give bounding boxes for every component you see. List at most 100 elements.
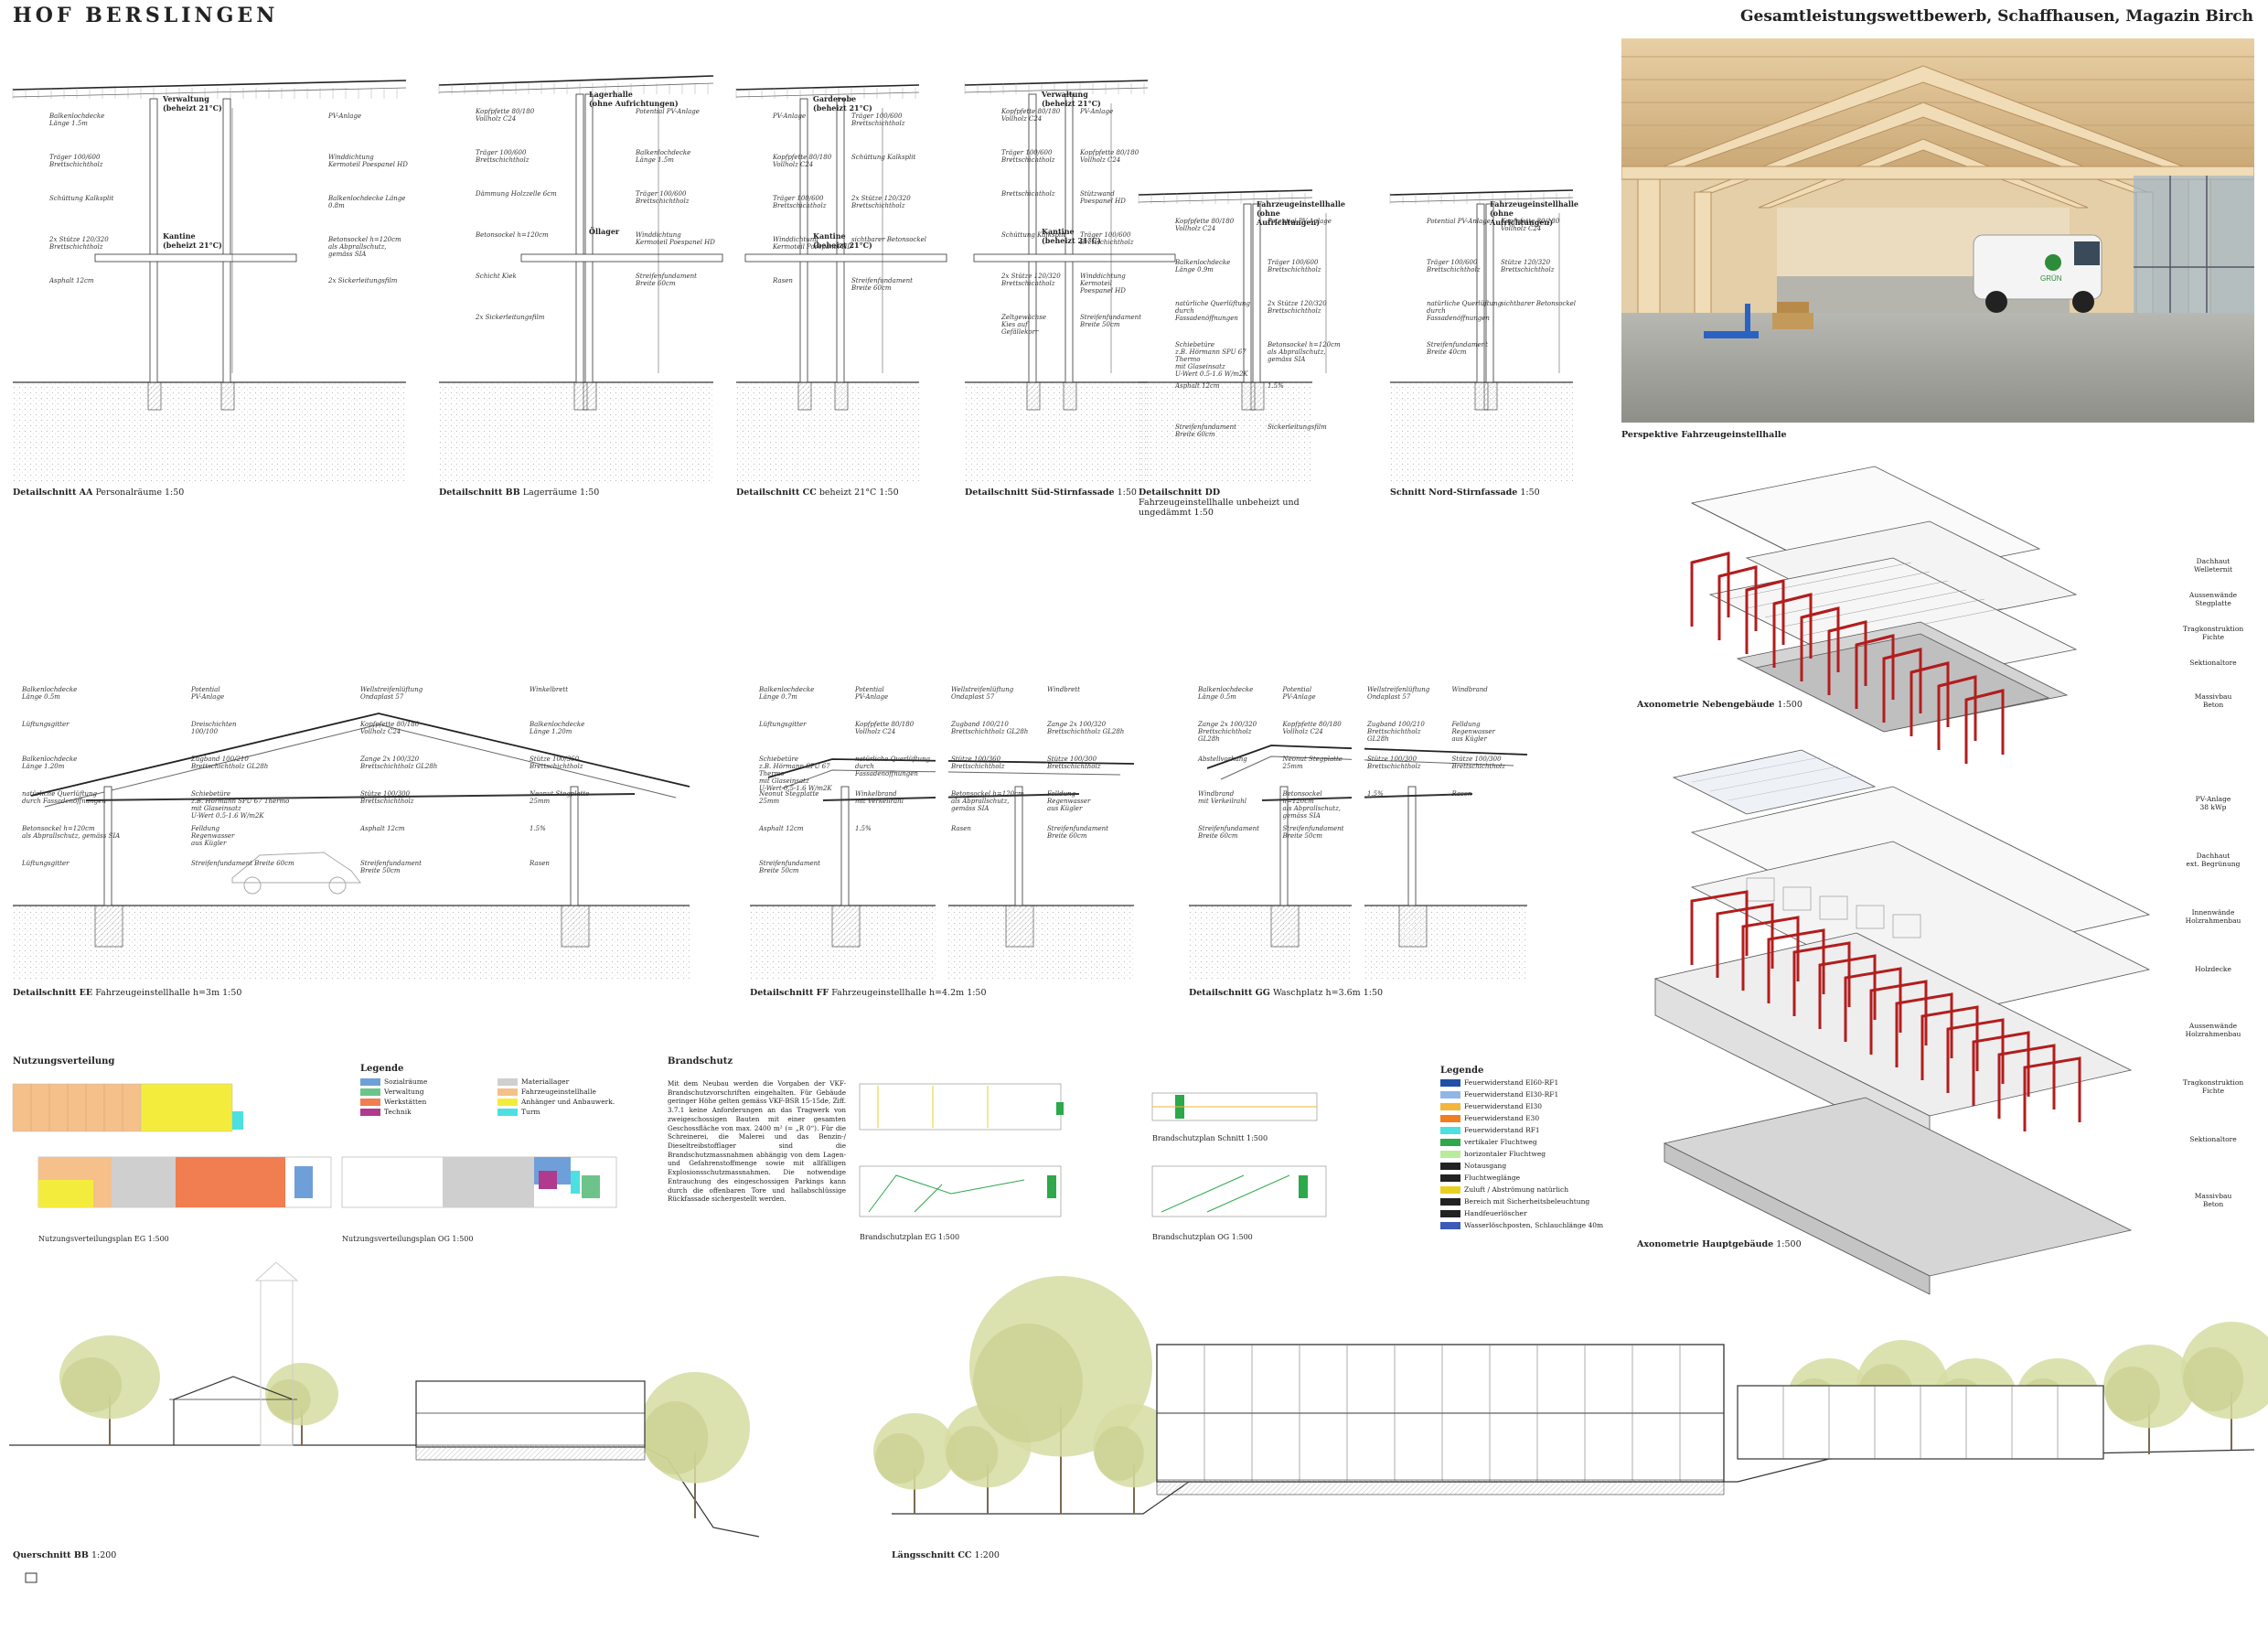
fire-section-caption: Brandschutzplan Schnitt 1:500	[1152, 1134, 1268, 1142]
section-subtitle: Personalräume 1:50	[92, 488, 185, 498]
section-note: 1.5%	[1268, 382, 1284, 390]
legend-label: Fahrzeugeinstellhalle	[521, 1088, 596, 1096]
section-note: Kopfpfette 80/180 Vollholz C24	[1175, 218, 1235, 233]
section-note: Schiebetüre z.B. Hörmann SPU 67 Thermo m…	[759, 756, 832, 793]
detail-section-top-3: Garderobe (beheizt 21°C)Kantine (beheizt…	[735, 35, 947, 501]
bottom-section-2-title: Längsschnitt CC	[892, 1550, 972, 1560]
legend-swatch	[1440, 1185, 1460, 1194]
legend-label: Turm	[521, 1108, 540, 1116]
section-title: Detailschnitt DD	[1139, 488, 1221, 498]
section-note: Potential PV-Anlage	[1282, 686, 1316, 702]
section-note: Träger 100/600 Brettschichtholz	[773, 195, 827, 210]
section-note: Schiebetüre z.B. Hörmann SPU 67 Thermo m…	[1175, 341, 1248, 379]
section-note: Asphalt 12cm	[360, 825, 405, 832]
usage-legend-item: Turm	[497, 1107, 635, 1117]
section-note: Zange 2x 100/320 Brettschichtholz GL28h	[1198, 721, 1257, 744]
section-note: Winddichtung Kermoteil Poespanel HD	[328, 154, 408, 169]
legend-swatch	[360, 1108, 380, 1116]
usage-plan-og-caption: Nutzungsverteilungsplan OG 1:500	[342, 1235, 474, 1243]
timber-frame	[1792, 941, 1851, 1016]
section-note: Dämmung Holzzelle 6cm	[476, 190, 557, 198]
section-note: Felldung Regenwasser aus Kügler	[1047, 790, 1091, 813]
section-note: Lüftungsgitter	[22, 721, 70, 728]
section-note: Windbrand mit Verkeilrahl	[1198, 790, 1246, 806]
section-note: 1.5%	[1367, 790, 1384, 798]
fire-legend-item: vertikaler Fluchtweg	[1440, 1137, 1623, 1147]
section-note: Betonsockel h=120cm als Abprallschutz, g…	[1268, 341, 1341, 364]
timber-beam	[1856, 634, 1894, 647]
usage-legend-title: Legende	[360, 1064, 404, 1074]
section-note: Potential PV-Anlage	[855, 686, 889, 702]
section-caption: Detailschnitt BB Lagerräume 1:50	[439, 488, 599, 498]
fire-legend-item: Feuerwiderstand EI30	[1440, 1101, 1623, 1111]
section-note: Kopfpfette 80/180 Vollholz C24	[1501, 218, 1560, 233]
timber-frame	[1690, 890, 1749, 965]
section-title: Schnitt Nord-Stirnfassade	[1390, 488, 1518, 498]
tree-illustration	[265, 1363, 338, 1445]
axo-label: Innenwände Holzrahmenbau	[2185, 908, 2241, 925]
section-note: Kopfpfette 80/180 Vollholz C24	[1080, 149, 1139, 165]
timber-frame	[1844, 967, 1902, 1042]
tree-illustration	[873, 1413, 956, 1514]
section-note: Betonsockel h=120cm als Abprallschutz, g…	[1282, 790, 1342, 820]
section-note: Winkelbrett	[530, 686, 569, 693]
section-note: Neonut Stegplatte 25mm	[759, 790, 819, 806]
section-note: Stütze 120/320 Brettschichtholz	[1501, 259, 1555, 274]
section-note: Schiebetüre z.B. Hörmann SPU 67 Thermo m…	[191, 790, 290, 820]
section-note: Schüttung Kalksplit	[851, 154, 916, 161]
timber-frame	[1895, 992, 1953, 1067]
legend-swatch	[1440, 1138, 1460, 1146]
section-title: Detailschnitt EE	[13, 988, 93, 998]
timber-frame	[2023, 1056, 2081, 1131]
timber-beam	[1828, 620, 1867, 633]
usage-legend-item: Sozialräume	[360, 1077, 497, 1087]
legend-swatch	[1440, 1162, 1460, 1170]
legend-label: Werkstätten	[384, 1098, 427, 1106]
section-note: Potential PV-Anlage	[636, 108, 700, 115]
section-caption: Detailschnitt FF Fahrzeugeinstellhalle h…	[750, 988, 987, 998]
axo-label: Tragkonstruktion Fichte	[2182, 1078, 2244, 1095]
timber-frame	[1741, 916, 1800, 991]
axo-label: Massivbau Beton	[2194, 1192, 2232, 1208]
section-note: Träger 100/600 Brettschichtholz	[636, 190, 690, 206]
legend-swatch	[497, 1077, 518, 1086]
section-note: Stütze 100/300 Brettschichtholz	[1451, 756, 1505, 771]
fire-legend-item: Wasserlöschposten, Schlauchlänge 40m	[1440, 1220, 1623, 1230]
fire-legend-item: Zuluft / Abströmung natürlich	[1440, 1184, 1623, 1195]
fire-plan-eg-caption: Brandschutzplan EG 1:500	[860, 1233, 960, 1241]
section-note: Neonut Stegplatte 25mm	[530, 790, 590, 806]
section-note: Wellstreifenlüftung Ondaplast 57	[360, 686, 423, 702]
usage-legend-item: Anhänger und Anbauwerk.	[497, 1097, 635, 1107]
legend-label: horizontaler Fluchtweg	[1464, 1150, 1546, 1158]
section-note: Wellstreifenlüftung Ondaplast 57	[951, 686, 1014, 702]
legend-swatch	[497, 1108, 518, 1116]
section-note: Stütze 100/360 Brettschichtholz	[951, 756, 1005, 771]
section-caption: Detailschnitt GG Waschplatz h=3.6m 1:50	[1189, 988, 1383, 998]
axo-lower-scale: 1:500	[1776, 1239, 1802, 1249]
usage-heading: Nutzungsverteilung	[13, 1056, 115, 1067]
section-note: 2x Stütze 120/320 Brettschichtholz	[49, 236, 109, 252]
section-note: Stützwand Poespanel HD	[1080, 190, 1126, 206]
timber-beam	[1718, 565, 1757, 578]
detail-section-top-6: Fahrzeugeinstellhalle (ohne Aufrichtunge…	[1389, 35, 1578, 501]
project-title: HOF BERSLINGEN	[13, 4, 279, 27]
room-label: Kantine (beheizt 21°C)	[163, 231, 222, 250]
section-note: Streifenfundament Breite 60cm	[636, 273, 697, 288]
tree-illustration	[59, 1335, 160, 1445]
fire-legend-item: horizontaler Fluchtweg	[1440, 1149, 1623, 1159]
section-note: Kopfpfette 80/180 Vollholz C24	[360, 721, 420, 736]
fire-protection-plans: Brandschutzplan EG 1:500 Brandschutzplan…	[859, 1075, 1427, 1258]
section-note: Streifenfundament Breite 50cm	[1080, 314, 1141, 329]
detail-section-top-1: Verwaltung (beheizt 21°C)Kantine (beheiz…	[12, 35, 408, 501]
section-note: natürliche Querlüftung durch Fassadenöff…	[22, 790, 106, 806]
room-label: Verwaltung (beheizt 21°C)	[1042, 90, 1101, 108]
axo-label: Aussenwände Holzrahmenbau	[2185, 1022, 2241, 1038]
section-note: Streifenfundament Breite 50cm	[1282, 825, 1344, 841]
section-title: Detailschnitt AA	[13, 488, 93, 498]
timber-frame	[1946, 1018, 2005, 1093]
section-caption: Schnitt Nord-Stirnfassade 1:50	[1390, 488, 1540, 498]
usage-legend-item: Materiallager	[497, 1077, 635, 1087]
legend-swatch	[1440, 1078, 1460, 1087]
legend-label: Handfeuerlöscher	[1464, 1209, 1527, 1217]
section-caption: Detailschnitt Süd-Stirnfassade 1:50	[965, 488, 1137, 498]
